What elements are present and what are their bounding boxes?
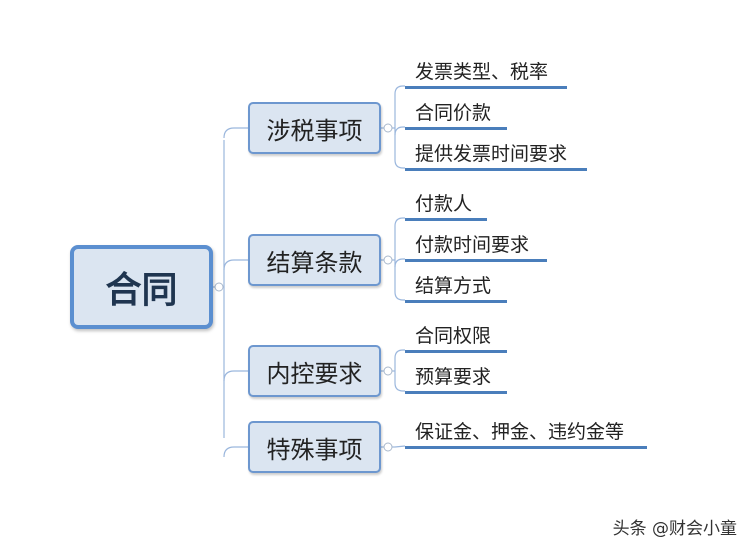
collapse-toggle-icon[interactable] <box>383 123 393 133</box>
leaf-contract-price[interactable]: 合同价款 <box>415 102 492 124</box>
leaf-settlement-method[interactable]: 结算方式 <box>415 275 492 297</box>
leaf-underline <box>405 218 487 221</box>
collapse-toggle-icon[interactable] <box>383 255 393 265</box>
leaf-connector <box>394 126 405 136</box>
leaf-invoice-time-requirement[interactable]: 提供发票时间要求 <box>415 143 568 165</box>
leaf-invoice-type-tax-rate[interactable]: 发票类型、税率 <box>415 61 549 83</box>
leaf-payer[interactable]: 付款人 <box>415 193 473 215</box>
leaf-connector <box>394 85 405 95</box>
leaf-underline <box>405 391 507 394</box>
branch-connector <box>223 446 248 458</box>
leaf-underline <box>405 350 507 353</box>
leaf-deposit-penalty[interactable]: 保证金、押金、违约金等 <box>415 421 625 443</box>
leaf-connector <box>394 217 405 227</box>
leaf-connector <box>394 445 406 448</box>
leaf-connector <box>394 291 405 301</box>
leaf-underline <box>405 127 507 130</box>
branch-connector <box>223 127 248 139</box>
branch-connector <box>223 259 248 271</box>
root-node-contract[interactable]: 合同 <box>70 245 213 329</box>
collapse-toggle-icon[interactable] <box>383 366 393 376</box>
category-node-internal-control[interactable]: 内控要求 <box>248 345 381 397</box>
leaf-underline <box>405 86 567 89</box>
collapse-toggle-icon[interactable] <box>383 442 393 452</box>
leaf-connector <box>394 258 405 268</box>
collapse-toggle-icon[interactable] <box>214 282 224 292</box>
leaf-underline <box>405 259 547 262</box>
leaf-payment-time-requirement[interactable]: 付款时间要求 <box>415 234 530 256</box>
leaf-connector <box>394 159 405 169</box>
branch-connector <box>223 370 248 382</box>
leaf-connector <box>394 382 405 392</box>
category-node-special[interactable]: 特殊事项 <box>248 421 381 473</box>
leaf-underline <box>405 446 647 449</box>
leaf-underline <box>405 168 587 171</box>
watermark-text: 头条 @财会小童 <box>612 519 737 539</box>
category-node-tax[interactable]: 涉税事项 <box>248 102 381 154</box>
leaf-underline <box>405 300 507 303</box>
leaf-budget-requirement[interactable]: 预算要求 <box>415 366 492 388</box>
category-node-settlement[interactable]: 结算条款 <box>248 234 381 286</box>
leaf-contract-authority[interactable]: 合同权限 <box>415 325 492 347</box>
leaf-connector <box>394 349 405 359</box>
